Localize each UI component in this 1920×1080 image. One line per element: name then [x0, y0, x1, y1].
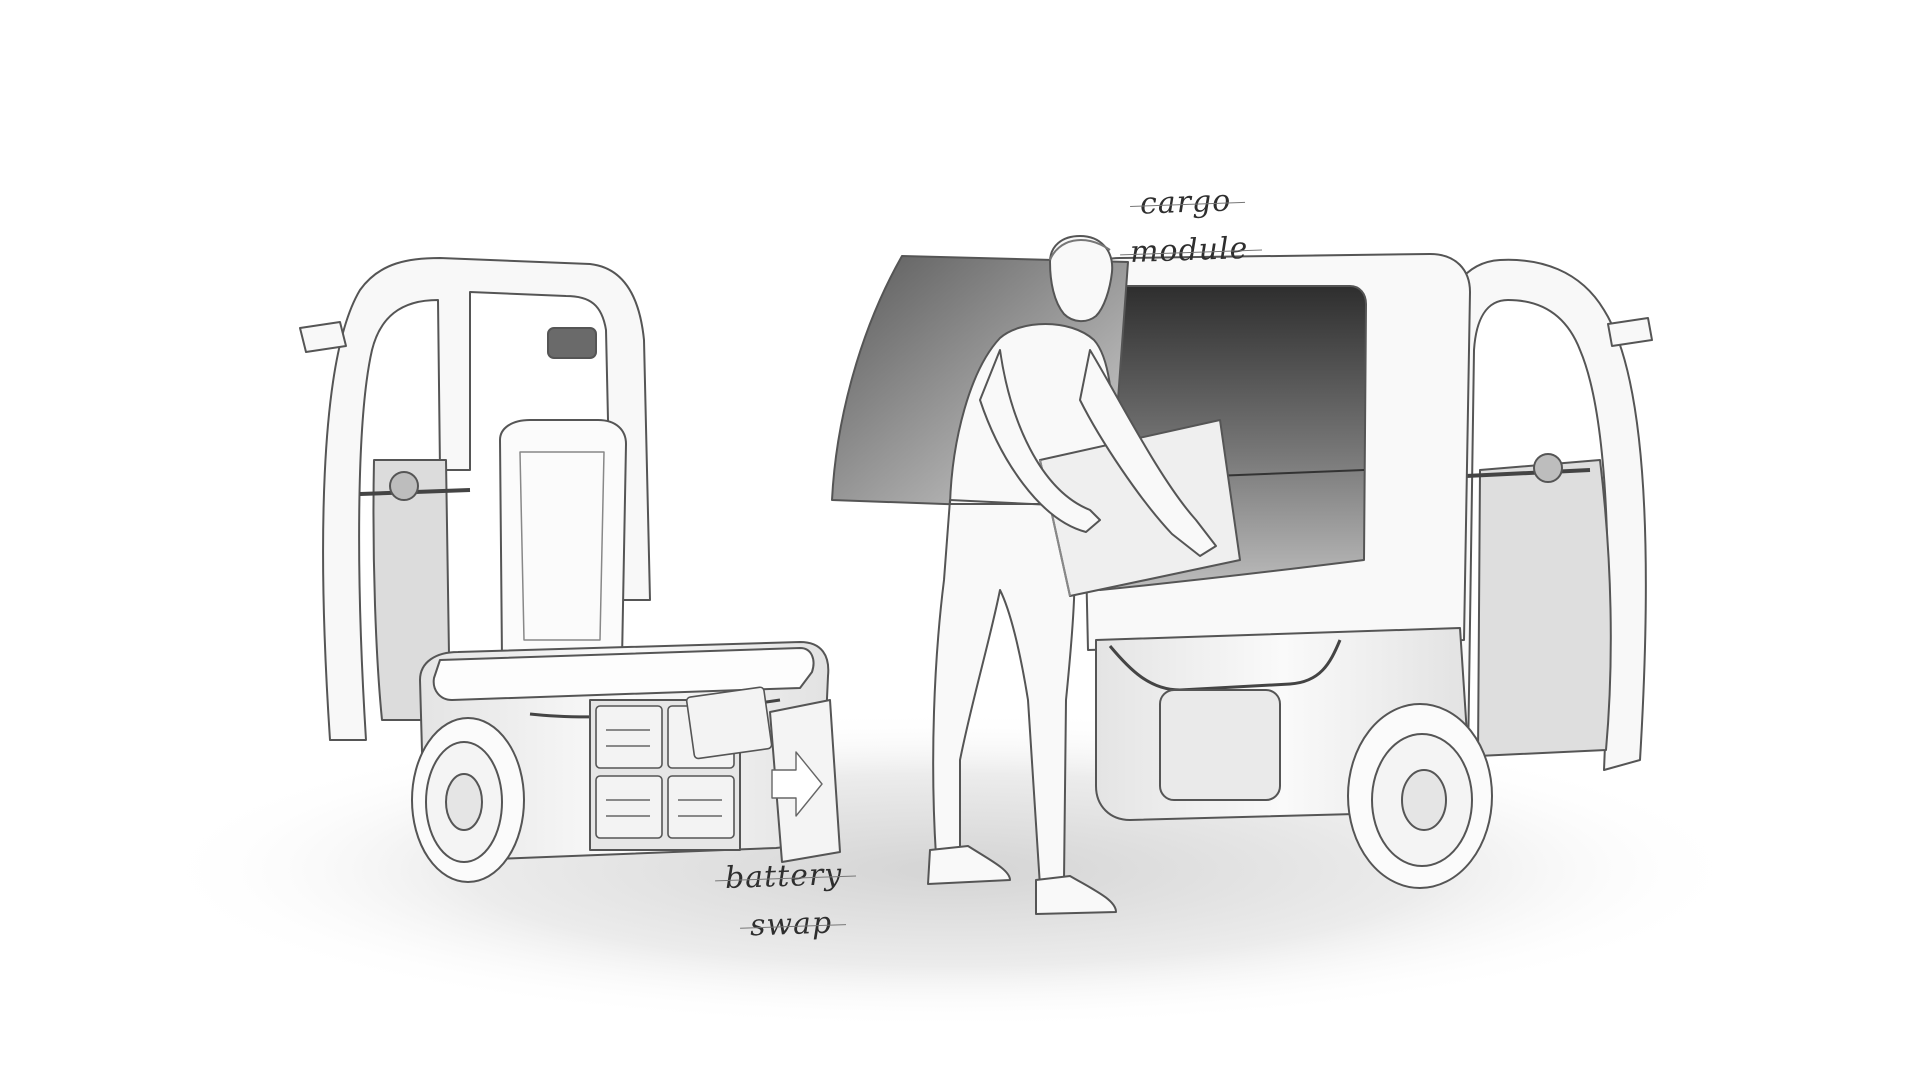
swap-arrow [771, 751, 823, 817]
right-canopy-frame [1429, 258, 1647, 771]
person-arm [1079, 349, 1217, 557]
left-canopy-frame [322, 257, 651, 741]
left-flat-deck [432, 647, 815, 701]
left-cabin-interior [372, 459, 451, 721]
label-module: module [1129, 230, 1249, 271]
right-mirror [1607, 317, 1653, 347]
label-swap: swap [749, 905, 833, 944]
person-head [1049, 235, 1114, 322]
person-arm-back [979, 349, 1101, 533]
left-seat [499, 419, 627, 661]
person-legs [932, 499, 1076, 887]
right-battery-hatch [1159, 689, 1281, 801]
person-shoe-front [1035, 875, 1117, 915]
label-cargo: cargo [1139, 183, 1232, 222]
battery-swap-vehicle [299, 257, 841, 883]
battery-packs [595, 686, 773, 839]
person-shoe-back [927, 845, 1011, 885]
person-loading-box [927, 235, 1241, 915]
label-battery: battery [724, 856, 843, 897]
right-cabin-interior [1477, 459, 1612, 757]
left-mirror [299, 321, 347, 353]
